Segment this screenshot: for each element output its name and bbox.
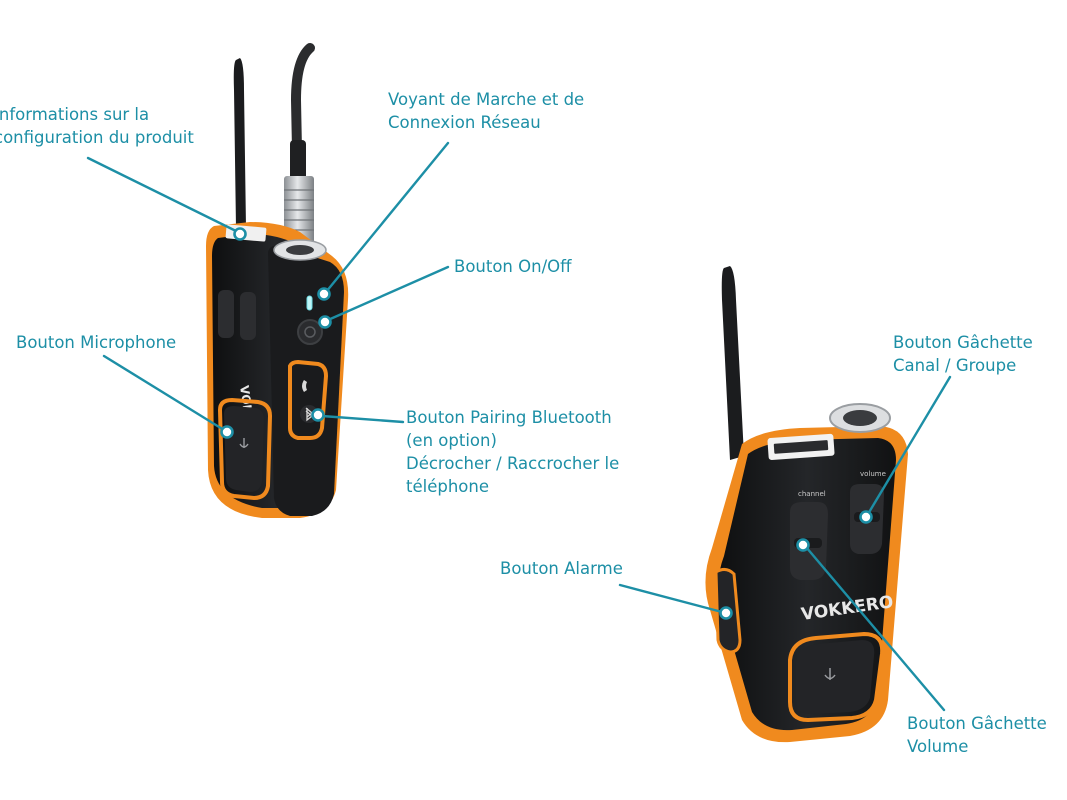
- marker-alarm: [719, 606, 733, 620]
- leader-on-off: [326, 265, 450, 322]
- on-off-button[interactable]: [297, 319, 323, 345]
- marker-status-led: [317, 287, 331, 301]
- callout-product-info: Informations sur la configuration du pro…: [0, 105, 194, 147]
- antenna-left: [233, 58, 246, 228]
- trigger-slot-right: [240, 292, 256, 340]
- callout-microphone: Bouton Microphone: [16, 333, 177, 352]
- microphone-icon-right: [824, 668, 836, 680]
- marker-microphone: [220, 425, 234, 439]
- leader-lines: [86, 141, 952, 712]
- callout-trigger-channel: Bouton Gâchette Canal / Groupe: [893, 333, 1033, 375]
- callout-trigger-volume: Bouton Gâchette Volume: [907, 714, 1047, 756]
- callout-status-led: Voyant de Marche et de Connexion Réseau: [388, 90, 585, 132]
- cable-strain-relief: [290, 140, 306, 180]
- callout-on-off: Bouton On/Off: [454, 257, 572, 276]
- marker-product-info: [233, 227, 247, 241]
- device-left: VOKKERO: [206, 43, 349, 518]
- microphone-button[interactable]: [224, 406, 264, 492]
- cable: [290, 43, 315, 155]
- leader-markers: [220, 227, 873, 620]
- label-channel: channel: [798, 490, 826, 498]
- leader-trigger-volume: [804, 545, 946, 712]
- leader-alarm: [618, 583, 724, 614]
- status-led-indicator: [306, 295, 313, 311]
- device-right: channel volume VOKKERO: [705, 266, 908, 743]
- marker-bluetooth: [311, 408, 325, 422]
- leader-trigger-channel: [866, 375, 952, 516]
- microphone-button-right[interactable]: [796, 640, 875, 714]
- device-left-side: [268, 245, 344, 516]
- phone-icon: [302, 380, 307, 392]
- antenna-right: [721, 266, 744, 460]
- label-volume: volume: [860, 470, 886, 478]
- bluetooth-panel-trim: [288, 359, 329, 440]
- microphone-icon: [239, 438, 249, 448]
- marker-trigger-channel: [859, 510, 873, 524]
- callout-bluetooth: Bouton Pairing Bluetooth (en option) Déc…: [406, 408, 620, 496]
- leader-status-led: [324, 141, 450, 294]
- marker-on-off: [318, 315, 332, 329]
- leader-product-info: [86, 156, 240, 234]
- leader-bluetooth: [320, 414, 405, 424]
- leader-microphone: [102, 354, 226, 432]
- callout-alarm: Bouton Alarme: [500, 559, 623, 578]
- microphone-panel-trim: [217, 397, 273, 501]
- trigger-slot-left: [218, 290, 234, 338]
- microphone-panel-trim-right: [788, 631, 885, 723]
- marker-trigger-volume: [796, 538, 810, 552]
